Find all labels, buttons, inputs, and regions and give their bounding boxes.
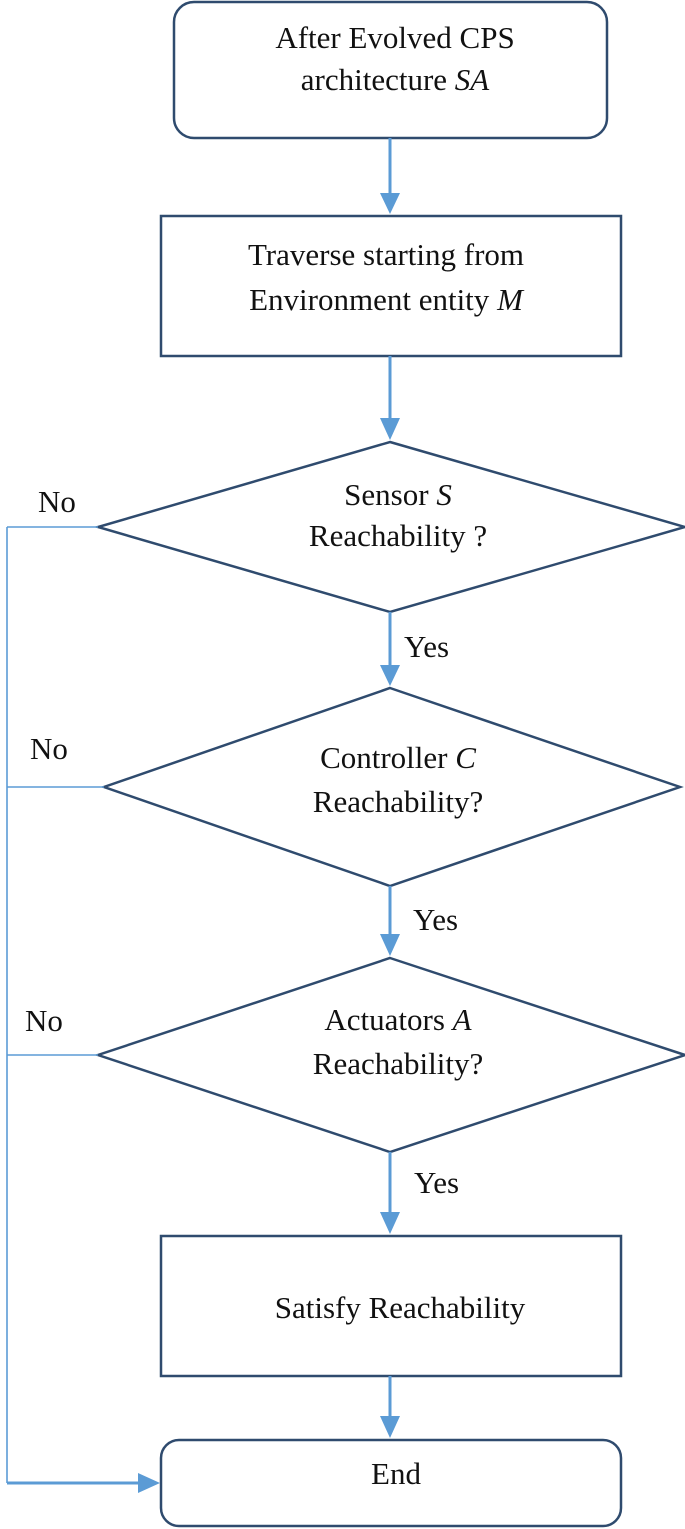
traverse-node-line2: Environment entity M	[249, 282, 525, 317]
start-node-line2-prefix: architecture	[301, 62, 455, 97]
satisfy-node: Satisfy Reachability	[159, 1234, 623, 1378]
traverse-node-line1: Traverse starting from	[248, 237, 524, 272]
arrow-sensor-to-controller	[380, 612, 400, 686]
satisfy-node-label-text: Satisfy Reachability	[275, 1290, 526, 1325]
arrow-actuators-to-satisfy	[380, 1152, 400, 1234]
actuators-yes-label-text: Yes	[414, 1165, 459, 1200]
controller-no-label: No	[30, 731, 68, 766]
sensor-decision: Sensor S Reachability ?	[93, 440, 685, 614]
end-node-label: End	[371, 1456, 421, 1491]
controller-yes-label-text: Yes	[413, 902, 458, 937]
controller-no-label-text: No	[30, 731, 68, 766]
traverse-node-line1-text: Traverse starting from	[248, 237, 524, 272]
satisfy-node-shape	[159, 1234, 623, 1378]
end-node-label-text: End	[371, 1456, 421, 1491]
no-return-arrow-head	[138, 1473, 160, 1493]
traverse-node-line2-italic: M	[496, 282, 525, 317]
sensor-no-label: No	[38, 484, 76, 519]
sensor-decision-line2-text: Reachability ?	[309, 518, 487, 553]
actuators-decision-line1-prefix: Actuators	[324, 1002, 452, 1037]
traverse-node-shape	[159, 214, 623, 358]
actuators-decision: Actuators A Reachability?	[94, 956, 685, 1154]
end-node-shape	[159, 1438, 623, 1528]
traverse-node: Traverse starting from Environment entit…	[159, 214, 623, 358]
controller-decision-line1: Controller C	[320, 740, 476, 775]
arrow-start-to-traverse-head	[380, 193, 400, 214]
controller-decision-line1-italic: C	[455, 740, 476, 775]
sensor-yes-label-text: Yes	[404, 629, 449, 664]
start-node: After Evolved CPS architecture SA	[172, 0, 609, 140]
controller-decision-line2: Reachability?	[313, 784, 483, 819]
start-node-line1: After Evolved CPS	[275, 20, 514, 55]
controller-yes-label: Yes	[413, 902, 458, 937]
sensor-decision-line2: Reachability ?	[309, 518, 487, 553]
actuators-yes-label: Yes	[414, 1165, 459, 1200]
actuators-decision-line2: Reachability?	[313, 1046, 483, 1081]
sensor-yes-label: Yes	[404, 629, 449, 664]
actuators-no-label-text: No	[25, 1003, 63, 1038]
arrow-traverse-to-sensor	[380, 356, 400, 440]
no-branch-connector	[6, 526, 160, 1493]
sensor-decision-line1-prefix: Sensor	[344, 477, 436, 512]
actuators-decision-line1-italic: A	[451, 1002, 473, 1037]
start-node-line2: architecture SA	[301, 62, 491, 97]
arrow-controller-to-actuators	[380, 886, 400, 956]
satisfy-node-label: Satisfy Reachability	[275, 1290, 526, 1325]
actuators-decision-line1: Actuators A	[324, 1002, 472, 1037]
arrow-start-to-traverse	[380, 138, 400, 214]
arrow-traverse-to-sensor-head	[380, 418, 400, 440]
sensor-decision-line1-italic: S	[436, 477, 452, 512]
actuators-decision-line2-text: Reachability?	[313, 1046, 483, 1081]
arrow-sensor-to-controller-head	[380, 665, 400, 686]
arrow-controller-to-actuators-head	[380, 934, 400, 956]
sensor-no-label-text: No	[38, 484, 76, 519]
controller-decision-line1-prefix: Controller	[320, 740, 455, 775]
start-node-line2-italic: SA	[455, 62, 491, 97]
start-node-line1-text: After Evolved CPS	[275, 20, 514, 55]
arrow-satisfy-to-end-head	[380, 1416, 400, 1438]
arrow-satisfy-to-end	[380, 1376, 400, 1438]
traverse-node-line2-prefix: Environment entity	[249, 282, 497, 317]
end-node: End	[159, 1438, 623, 1528]
controller-decision: Controller C Reachability?	[100, 686, 684, 888]
controller-decision-line2-text: Reachability?	[313, 784, 483, 819]
actuators-no-label: No	[25, 1003, 63, 1038]
arrow-actuators-to-satisfy-head	[380, 1212, 400, 1234]
sensor-decision-line1: Sensor S	[344, 477, 452, 512]
